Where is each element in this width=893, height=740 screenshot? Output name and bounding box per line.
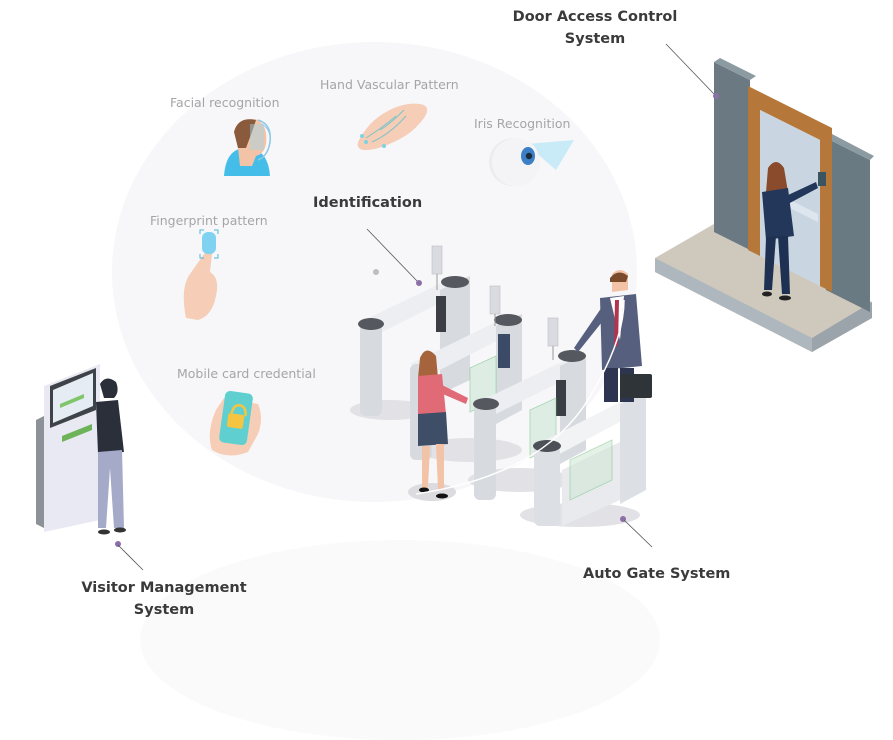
auto-gate-leader-line xyxy=(623,519,653,548)
identification-leader-line xyxy=(366,228,419,283)
visitor-label-line2: System xyxy=(133,602,195,618)
biometric-label-facial: Facial recognition xyxy=(170,95,280,110)
door-floor-side xyxy=(812,302,872,352)
face-terminal-screen xyxy=(498,334,510,368)
door-leader-line xyxy=(665,43,715,95)
visitor-leader-line xyxy=(117,544,144,571)
auto-gate-label: Auto Gate System xyxy=(583,566,731,582)
visitor-leader-dot xyxy=(115,541,121,547)
biometric-label-mobile: Mobile card credential xyxy=(177,366,316,381)
wall-left xyxy=(714,62,750,250)
hand-vascular-icon xyxy=(357,103,428,150)
door-access-scene xyxy=(655,43,874,352)
man-at-gate xyxy=(574,270,652,402)
mobile-lock-icon xyxy=(209,390,261,456)
woman-at-door xyxy=(762,162,818,301)
door-floor-top xyxy=(655,224,872,352)
briefcase-icon xyxy=(620,374,652,398)
biometric-label-fingerprint: Fingerprint pattern xyxy=(150,213,268,228)
woman-at-gate xyxy=(418,350,468,499)
visitor-label-line1: Visitor Management xyxy=(81,580,247,596)
wall-right xyxy=(826,138,870,312)
face-scan-icon xyxy=(224,119,271,176)
identification-leader-dot xyxy=(416,280,422,286)
visitor-management-label: Visitor Management System xyxy=(70,577,258,621)
gate-4 xyxy=(533,392,646,526)
visitor-kiosk-scene xyxy=(36,364,144,571)
door-frame xyxy=(748,86,832,292)
fingerprint-icon xyxy=(183,229,219,320)
door-leader-dot xyxy=(713,93,719,99)
door-access-label: Door Access Control System xyxy=(505,6,685,50)
access-control-illustration xyxy=(36,43,874,571)
card-reader-icon xyxy=(818,172,826,186)
door-floor-front xyxy=(655,258,812,352)
identification-label: Identification xyxy=(313,195,423,211)
door-access-label-line2: System xyxy=(564,31,626,47)
eye-scan-icon xyxy=(489,138,574,186)
door-access-label-line1: Door Access Control xyxy=(512,9,678,25)
auto-gate-scene xyxy=(350,228,653,548)
biometric-label-hand-vascular: Hand Vascular Pattern xyxy=(320,77,459,92)
biometric-label-iris: Iris Recognition xyxy=(474,116,571,131)
